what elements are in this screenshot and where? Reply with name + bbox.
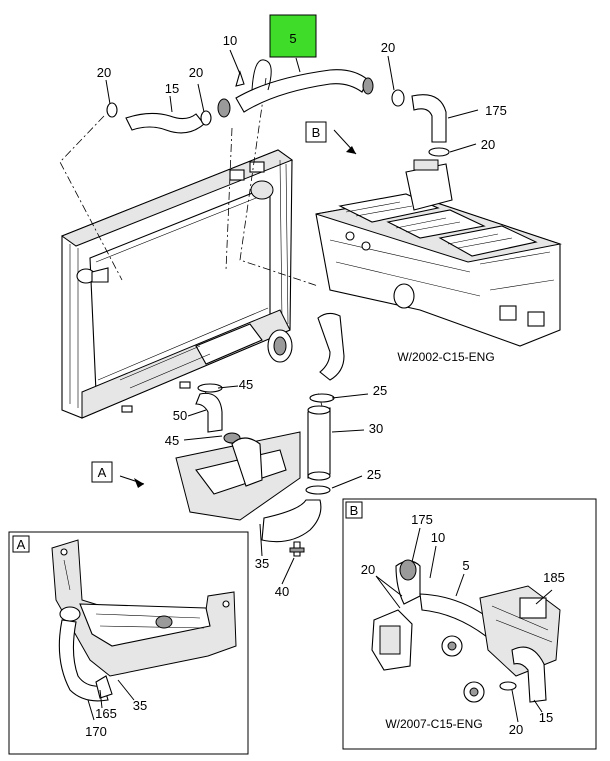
pipe-outlet-clamp [362, 77, 374, 95]
callout-10: 10 [431, 530, 445, 545]
svg-text:B: B [312, 125, 321, 140]
callout-20: 20 [481, 137, 495, 152]
radiator-frame [60, 149, 294, 419]
lower-coolant-pipes [175, 312, 345, 557]
callout-10: 10 [223, 33, 237, 48]
callout-175: 175 [485, 103, 507, 118]
svg-text:A: A [17, 537, 26, 552]
caption-main-engine: W/2002-C15-ENG [397, 350, 494, 364]
engine-block [315, 159, 562, 347]
callout-170: 170 [85, 724, 107, 739]
svg-text:B: B [350, 503, 359, 518]
view-tag-a-main: A [91, 461, 113, 483]
callout-5: 5 [462, 558, 469, 573]
inset-a-box [8, 531, 249, 755]
callout-45: 45 [165, 433, 179, 448]
view-tag-b-inset: B [345, 501, 363, 519]
callout-45: 45 [239, 377, 253, 392]
upper-coolant-pipe [106, 59, 450, 157]
callout-20: 20 [509, 722, 523, 737]
callout-185: 185 [543, 570, 565, 585]
callout-35: 35 [255, 556, 269, 571]
callout-20: 20 [381, 40, 395, 55]
callout-25: 25 [373, 383, 387, 398]
callout-30: 30 [369, 421, 383, 436]
inset-b-box [342, 498, 597, 750]
view-tag-b-main: B [305, 121, 327, 143]
callout-20: 20 [189, 65, 203, 80]
highlighted-part-box [269, 14, 317, 58]
callout-20: 20 [361, 562, 375, 577]
view-tag-a-inset: A [12, 535, 30, 553]
callout-50: 50 [173, 408, 187, 423]
callout-15: 15 [165, 81, 179, 96]
callout-40: 40 [275, 584, 289, 599]
caption-inset-b-engine: W/2007-C15-ENG [385, 717, 482, 731]
callout-35: 35 [133, 698, 147, 713]
callout-15: 15 [539, 710, 553, 725]
view-arrows [134, 146, 356, 488]
callout-165: 165 [95, 706, 117, 721]
svg-text:A: A [98, 465, 107, 480]
callout-25: 25 [367, 467, 381, 482]
callout-20: 20 [97, 65, 111, 80]
callout-5-highlighted: 5 [289, 31, 296, 46]
callout-175: 175 [411, 512, 433, 527]
